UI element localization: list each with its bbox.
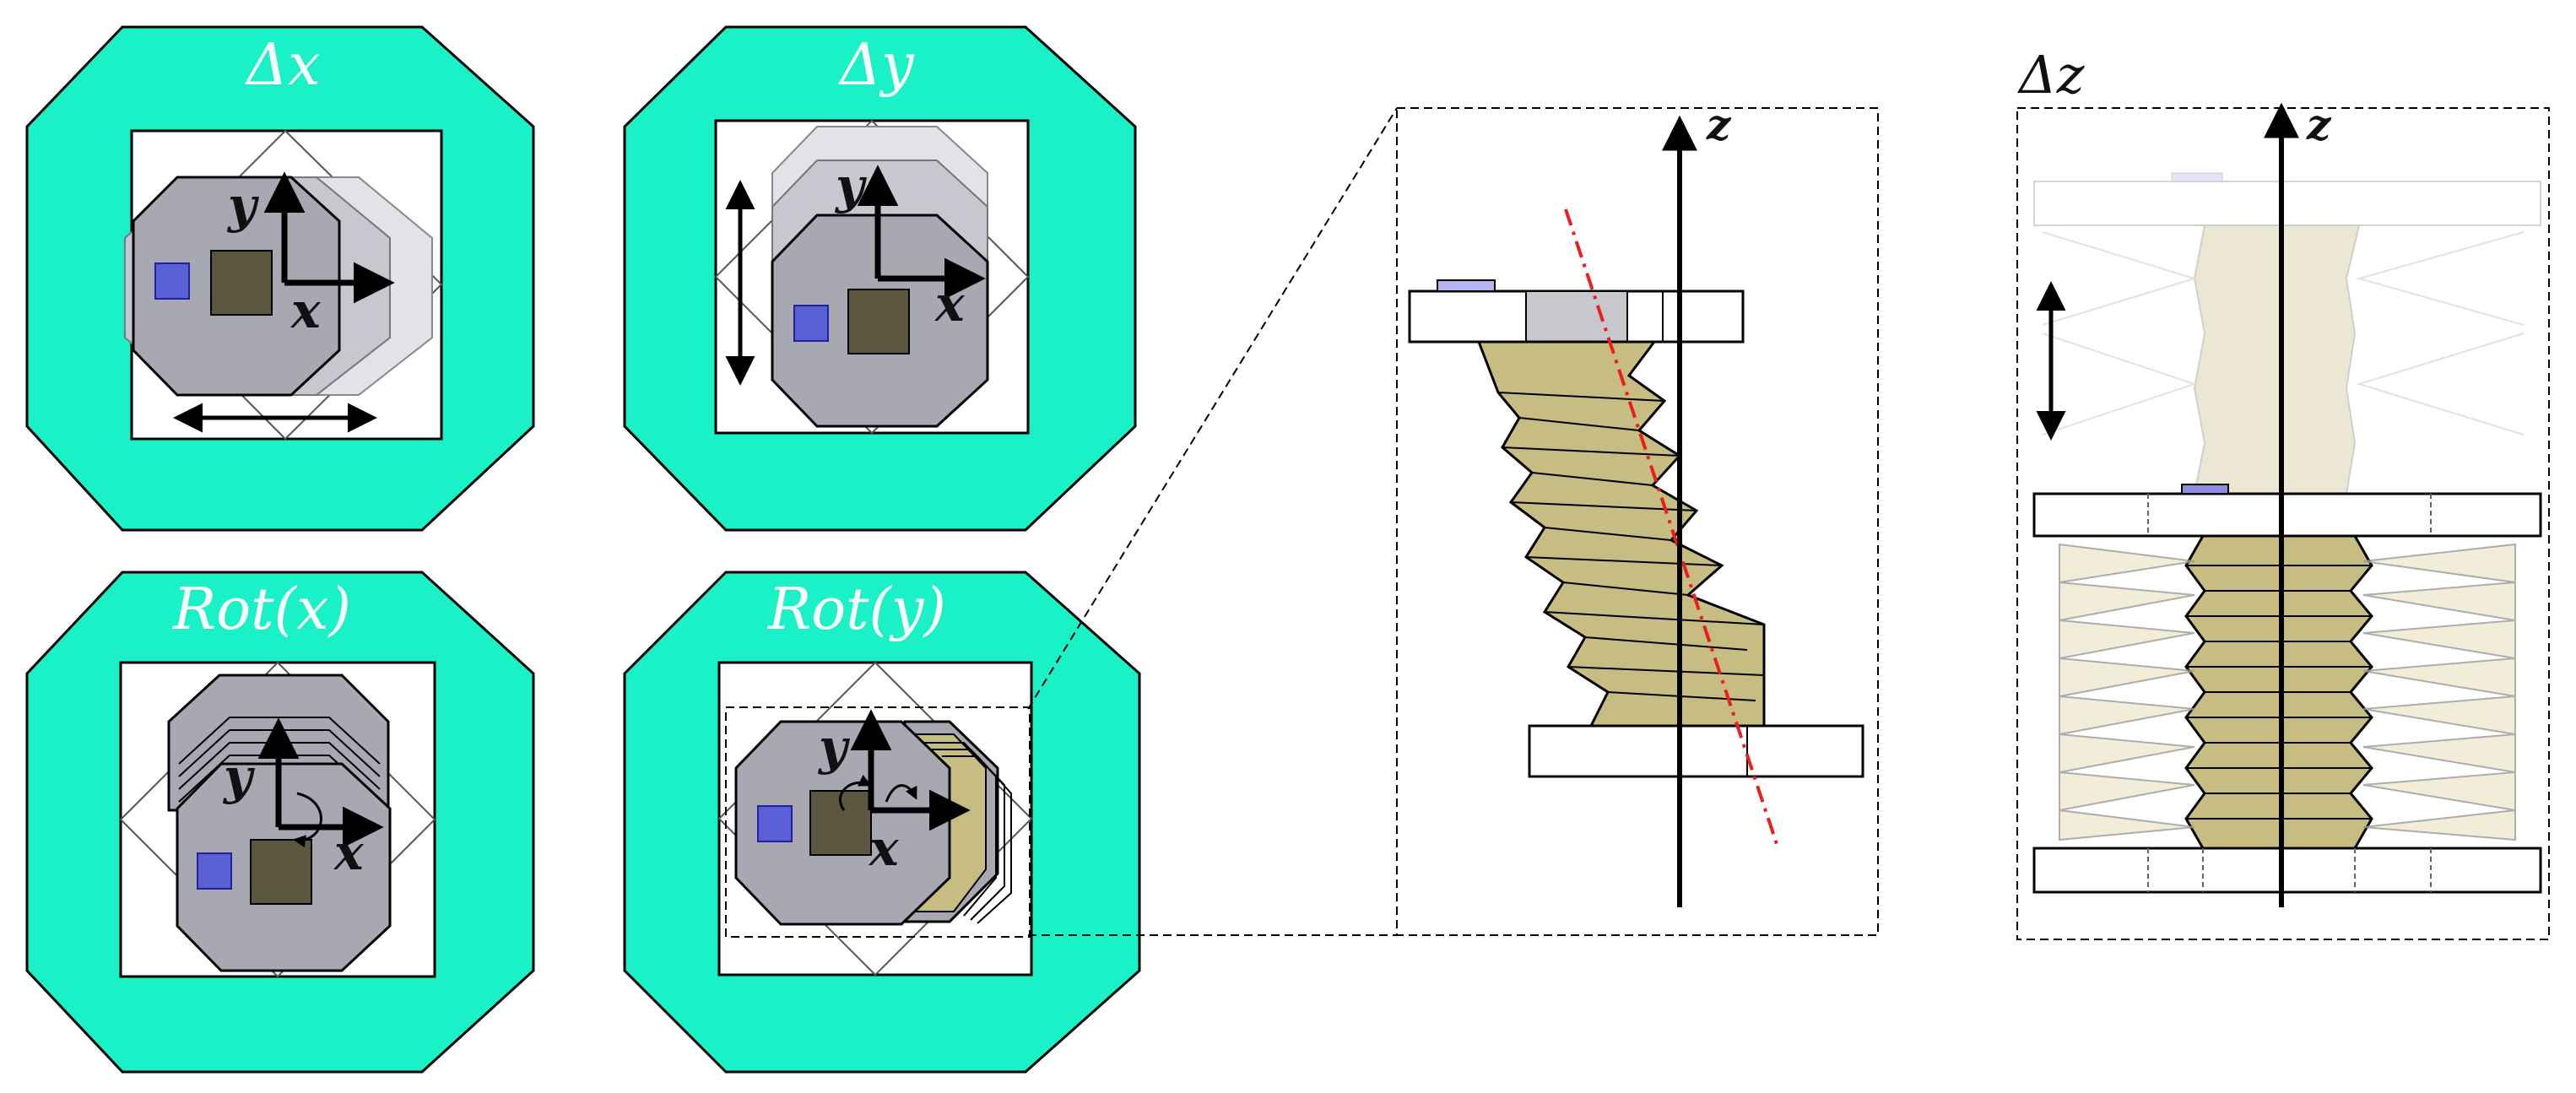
panel-title: Δy: [837, 32, 915, 99]
z-axis-label: z: [1706, 100, 1732, 149]
marker-square: [757, 805, 793, 842]
x-axis-label: x: [290, 282, 322, 339]
y-axis-label: y: [226, 176, 260, 234]
top-plate-hub: [1525, 290, 1628, 343]
x-axis-label: x: [333, 824, 365, 881]
panel-rot-x: y x Rot(x): [25, 571, 535, 1074]
bottom-plate: [1528, 724, 1864, 778]
y-axis-label: y: [222, 748, 256, 805]
sensor-pad: [2181, 484, 2229, 495]
middle-plate: [2032, 492, 2542, 538]
center-block: [210, 250, 273, 316]
rotation-arrow-2: [885, 784, 917, 803]
zoom-source-box: [725, 706, 1031, 938]
panel-delta-x: y x Δx: [25, 25, 535, 532]
panel-delta-y: y x Δy: [623, 25, 1137, 532]
ghost-extended: [2033, 172, 2541, 495]
panel-zoom-tilt: z: [1396, 100, 1879, 936]
panel-title: Δx: [244, 32, 320, 99]
marker-square: [154, 262, 190, 300]
plate-dividers: [2147, 494, 2432, 892]
panel-delta-z: Δz: [2016, 44, 2550, 940]
panel-title: Rot(x): [171, 576, 351, 643]
rotation-arrow: [293, 792, 322, 848]
sensor-pad: [1437, 279, 1496, 292]
bellows-ribs: [1497, 392, 1765, 701]
y-axis-label: y: [834, 157, 868, 214]
x-axis-label: x: [868, 820, 900, 877]
side-pleats: [2059, 543, 2516, 841]
marker-square: [793, 305, 829, 342]
panel-rot-y: y x Rot(y): [623, 571, 1141, 1074]
marker-square: [197, 852, 232, 890]
tilt-axis: [1564, 208, 1778, 845]
y-axis-label: y: [817, 718, 851, 776]
panel-title: Δz: [2017, 44, 2085, 106]
rotation-arrow: [838, 774, 872, 811]
z-axis-label: z: [2306, 100, 2332, 149]
bottom-plate: [2032, 847, 2542, 894]
center-block: [250, 839, 312, 905]
x-axis-label: x: [934, 275, 966, 333]
center-block: [847, 289, 910, 354]
panel-title: Rot(y): [766, 576, 946, 643]
zoom-connector-top: [1027, 107, 1398, 710]
